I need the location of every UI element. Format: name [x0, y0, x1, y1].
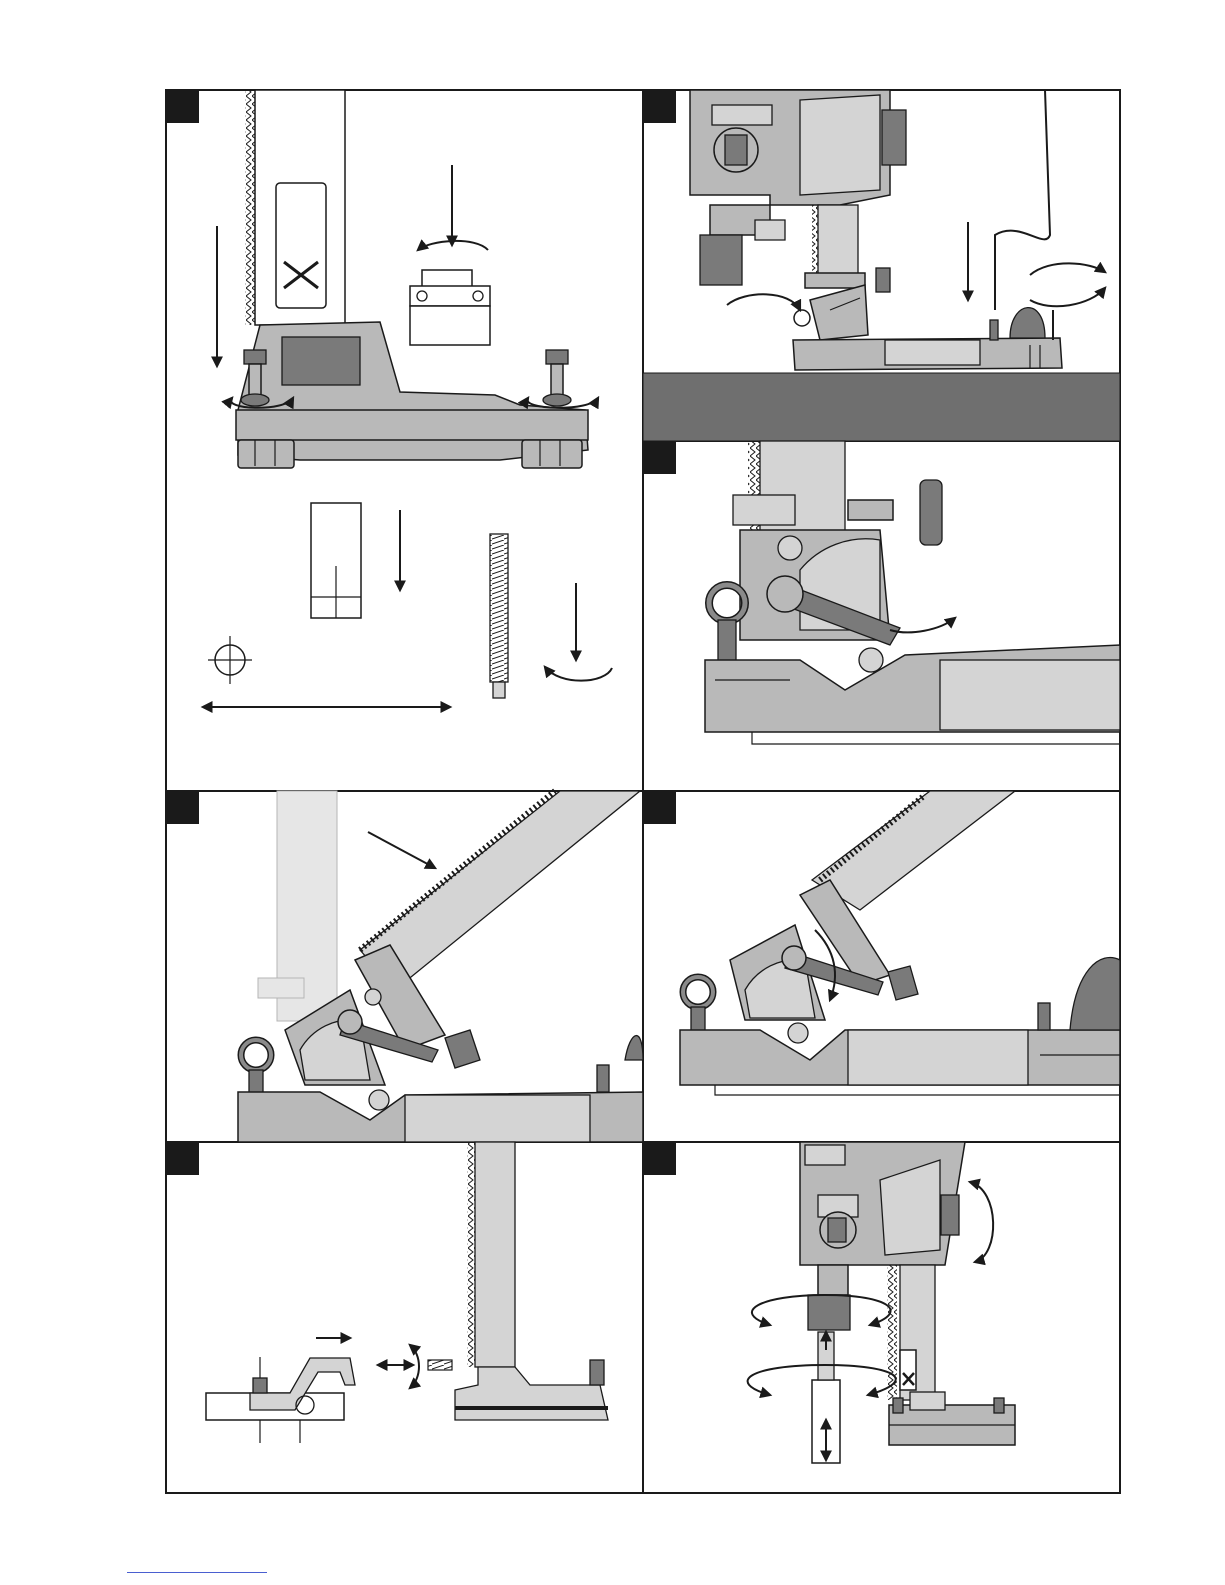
panel-4-number-badge	[166, 791, 199, 824]
work-surface	[643, 373, 1120, 441]
leveling-screw-right	[543, 350, 571, 406]
core-drill-motor	[690, 90, 906, 285]
rotate-arrow-icon	[727, 294, 800, 310]
panel-1-number-badge	[166, 90, 199, 123]
stand-column	[805, 205, 890, 292]
arrow-icon	[368, 832, 435, 868]
screw	[428, 1360, 452, 1370]
label-plate	[276, 183, 326, 308]
clamp-detail	[410, 165, 490, 345]
panel-5-number-badge	[643, 791, 676, 824]
panel-2-drill-mounted	[643, 90, 1120, 441]
eye-bolt	[794, 310, 810, 326]
eye-bolt	[241, 1040, 271, 1098]
tilt-plate	[810, 285, 868, 340]
panel-6-adapter-mounting	[166, 1142, 608, 1443]
panel-4-tilt-column	[166, 791, 643, 1142]
rotate-arrow-icon	[545, 667, 612, 681]
rotate-arrow-icon	[1030, 263, 1105, 275]
rotate-arrow-icon	[410, 1345, 419, 1388]
threaded-rod	[490, 534, 508, 682]
rotate-arrow-icon	[1030, 288, 1105, 306]
panel-3-tilt-close-up	[643, 441, 1120, 744]
panel-6-number-badge	[166, 1142, 199, 1175]
panel-3-number-badge	[643, 441, 676, 474]
column-rack	[245, 90, 345, 325]
anchor-drilling-detail	[203, 503, 612, 707]
panel-5-set-angle	[643, 791, 1120, 1095]
panel-7-number-badge	[643, 1142, 676, 1175]
rotate-arrow-icon	[970, 1182, 993, 1262]
footer-link-underline[interactable]	[127, 1572, 267, 1573]
panel-2-number-badge	[643, 90, 676, 123]
panel-1-base-anchoring	[166, 90, 612, 707]
eye-bolt	[683, 977, 713, 1035]
panel-7-core-bit-insertion	[643, 1142, 1015, 1463]
